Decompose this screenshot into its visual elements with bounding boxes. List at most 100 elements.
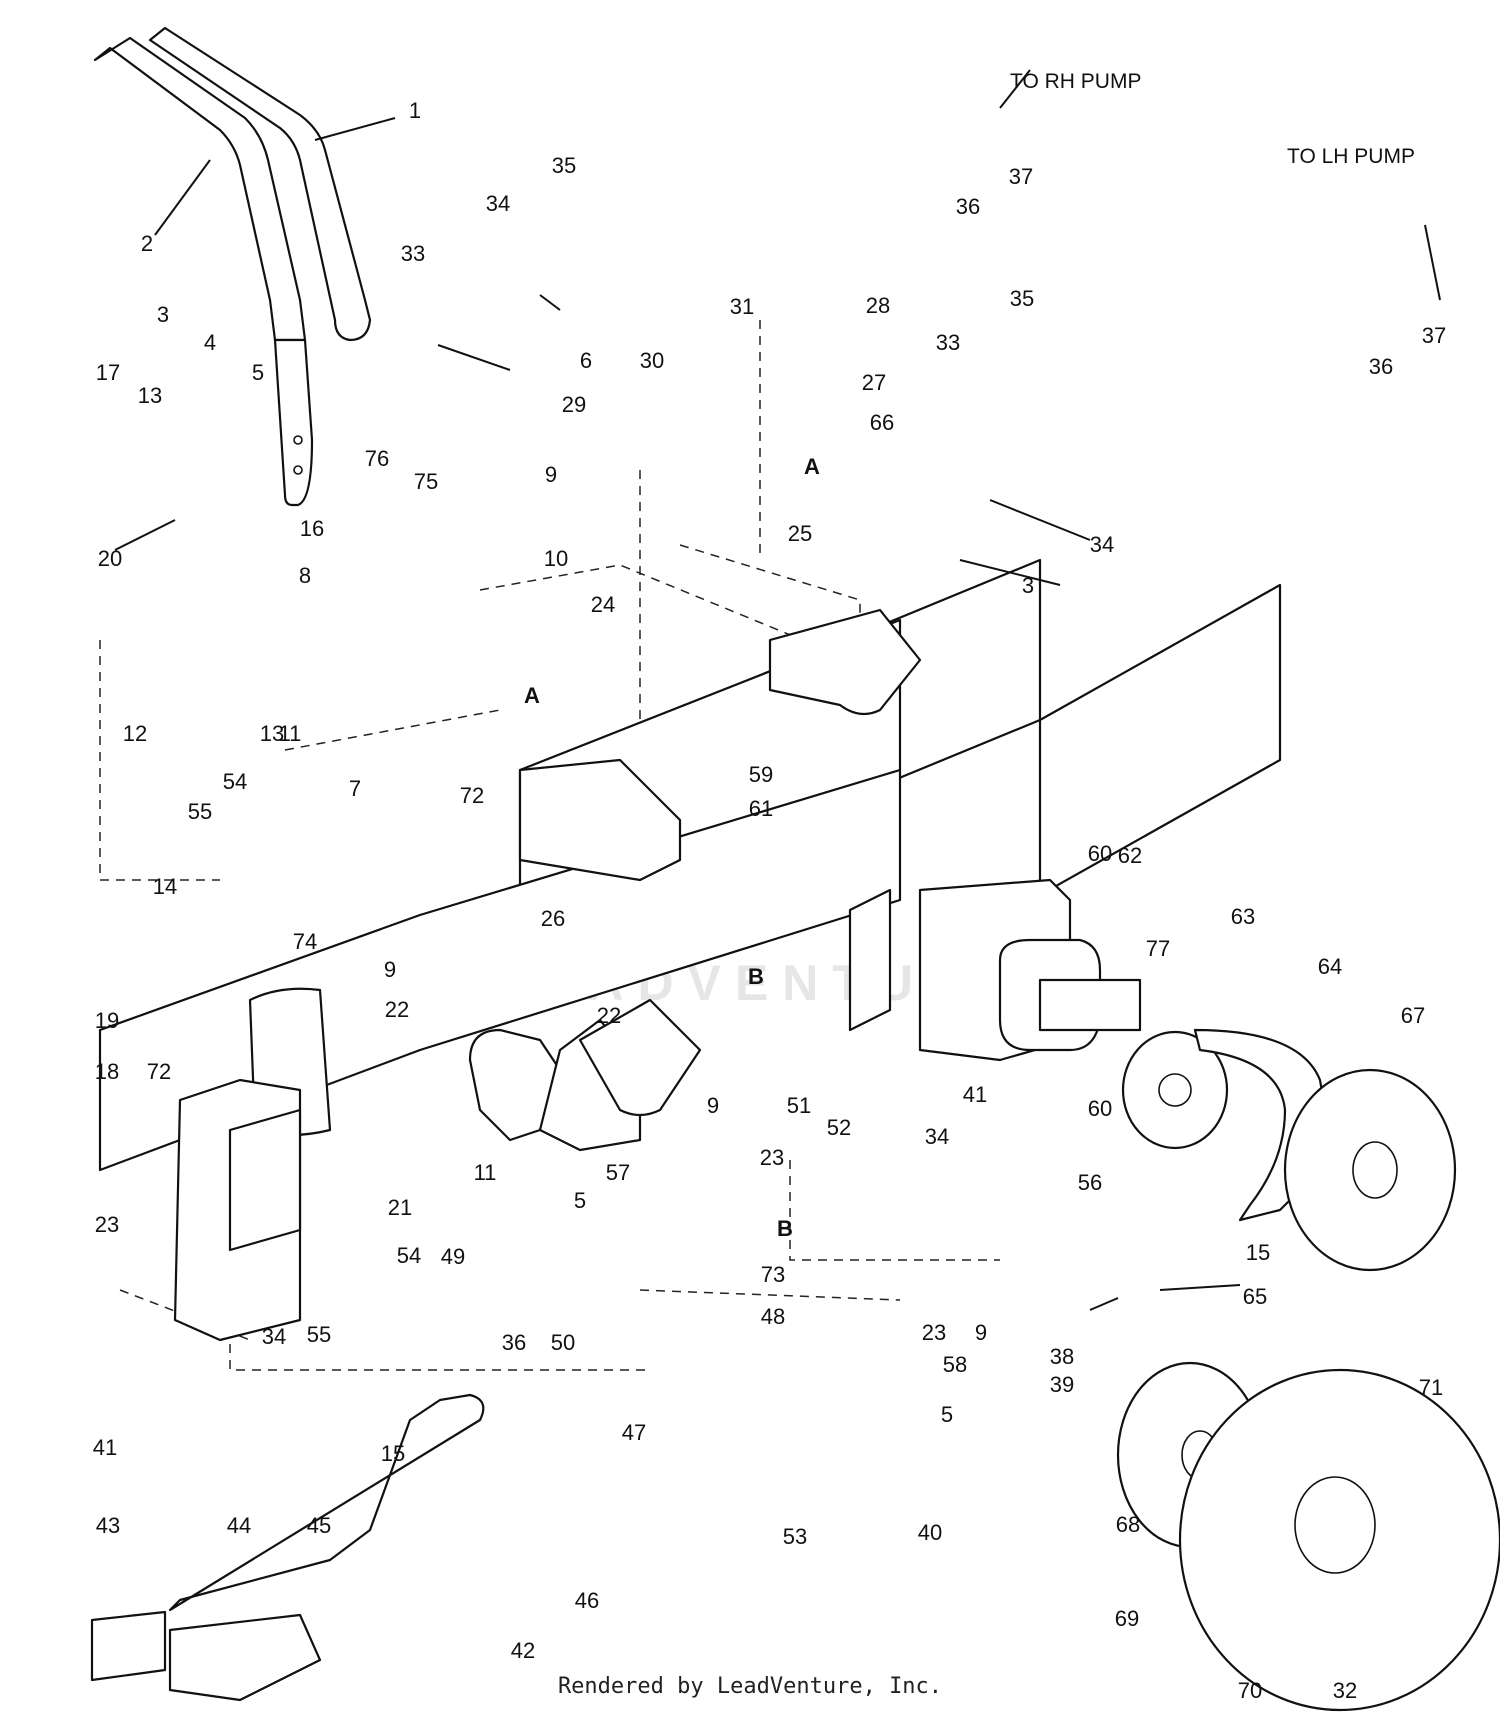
callout-22: 22	[385, 997, 409, 1022]
callout-8: 8	[299, 563, 311, 588]
callout-43: 43	[96, 1513, 120, 1538]
callout-30: 30	[640, 348, 664, 373]
callout-52: 52	[827, 1115, 851, 1140]
callout-72b: 72	[147, 1059, 171, 1084]
callout-11b: 11	[474, 1160, 497, 1185]
callout-55: 55	[188, 799, 212, 824]
callout-13: 13	[138, 383, 162, 408]
callout-64: 64	[1318, 954, 1342, 979]
callout-15b: 15	[1246, 1240, 1270, 1265]
callout-23b: 23	[760, 1145, 784, 1170]
callout-51: 51	[787, 1093, 811, 1118]
callout-16: 16	[300, 516, 324, 541]
callout-54b: 54	[397, 1243, 421, 1268]
callout-7: 7	[349, 776, 361, 801]
callout-36c: 36	[502, 1330, 526, 1355]
callout-60: 60	[1088, 841, 1112, 866]
callout-32: 32	[1333, 1678, 1357, 1703]
callout-54: 54	[223, 769, 247, 794]
callout-41b: 41	[963, 1082, 987, 1107]
callout-14: 14	[153, 874, 177, 899]
callout-25: 25	[788, 521, 812, 546]
callout-31: 31	[730, 294, 754, 319]
callout-45: 45	[307, 1513, 331, 1538]
callout-20: 20	[98, 546, 122, 571]
callout-40: 40	[918, 1520, 942, 1545]
view-letter-a-lower: A	[524, 683, 540, 708]
callout-13b: 13	[260, 721, 284, 746]
callout-41: 41	[93, 1435, 117, 1460]
callout-47: 47	[622, 1420, 646, 1445]
callout-33b: 33	[936, 330, 960, 355]
callout-50: 50	[551, 1330, 575, 1355]
callout-4: 4	[204, 330, 216, 355]
callout-9c: 9	[707, 1093, 719, 1118]
callout-58: 58	[943, 1352, 967, 1377]
callout-9d: 9	[975, 1320, 987, 1345]
callout-71: 71	[1419, 1375, 1443, 1400]
callout-57: 57	[606, 1160, 630, 1185]
callout-44: 44	[227, 1513, 251, 1538]
callout-68: 68	[1116, 1512, 1140, 1537]
callout-74: 74	[293, 929, 317, 954]
callout-28: 28	[866, 293, 890, 318]
callout-48: 48	[761, 1304, 785, 1329]
callout-35b: 35	[1010, 286, 1034, 311]
callout-34c: 34	[262, 1324, 286, 1349]
callout-17: 17	[96, 360, 120, 385]
callout-62: 62	[1118, 843, 1142, 868]
callouts: 1 2 3 4 5 17 13 20 16 12 13 11 8 76 75 7…	[93, 98, 1446, 1703]
callout-5: 5	[252, 360, 264, 385]
callout-61: 61	[749, 796, 773, 821]
callout-24: 24	[591, 592, 615, 617]
callout-3b: 3	[1022, 573, 1034, 598]
callout-26: 26	[541, 906, 565, 931]
callout-36-rh: 36	[956, 194, 980, 219]
callout-56: 56	[1078, 1170, 1102, 1195]
callout-34b: 34	[1090, 532, 1114, 557]
callout-12: 12	[123, 721, 147, 746]
handle-bars	[93, 26, 372, 507]
callout-5c: 5	[941, 1402, 953, 1427]
callout-75: 75	[414, 469, 438, 494]
leader-lines	[114, 69, 1441, 1311]
callout-73: 73	[761, 1262, 785, 1287]
callout-10: 10	[544, 546, 568, 571]
callout-42: 42	[511, 1638, 535, 1663]
view-letter-b-upper: B	[748, 964, 764, 989]
callout-27: 27	[862, 370, 886, 395]
callout-11: 11	[279, 721, 302, 746]
callout-6: 6	[580, 348, 592, 373]
view-letter-a-upper: A	[804, 454, 820, 479]
callout-18: 18	[95, 1059, 119, 1084]
callout-53: 53	[783, 1524, 807, 1549]
callout-36-lh: 36	[1369, 354, 1393, 379]
callout-37-rh: 37	[1009, 164, 1033, 189]
callout-66: 66	[870, 410, 894, 435]
callout-9: 9	[545, 462, 557, 487]
callout-69: 69	[1115, 1606, 1139, 1631]
callout-49: 49	[441, 1244, 465, 1269]
callout-76: 76	[365, 446, 389, 471]
rendered-by-footer: Rendered by LeadVenture, Inc.	[557, 1674, 943, 1699]
lh-pump-label: TO LH PUMP	[1287, 145, 1415, 168]
callout-29: 29	[562, 392, 586, 417]
callout-35: 35	[552, 153, 576, 178]
callout-1: 1	[409, 98, 421, 123]
view-letter-b-lower: B	[777, 1216, 793, 1241]
callout-15: 15	[381, 1441, 405, 1466]
callout-19: 19	[95, 1008, 119, 1033]
callout-38: 38	[1050, 1344, 1074, 1369]
callout-37-lh: 37	[1422, 323, 1446, 348]
callout-63: 63	[1231, 904, 1255, 929]
rh-pump-label: TO RH PUMP	[1010, 70, 1141, 93]
callout-67: 67	[1401, 1003, 1425, 1028]
callout-55b: 55	[307, 1322, 331, 1347]
callout-9b: 9	[384, 957, 396, 982]
callout-39: 39	[1050, 1372, 1074, 1397]
callout-5b: 5	[574, 1188, 586, 1213]
callout-3: 3	[157, 302, 169, 327]
callout-23: 23	[95, 1212, 119, 1237]
wheel-tire	[1116, 1361, 1500, 1712]
